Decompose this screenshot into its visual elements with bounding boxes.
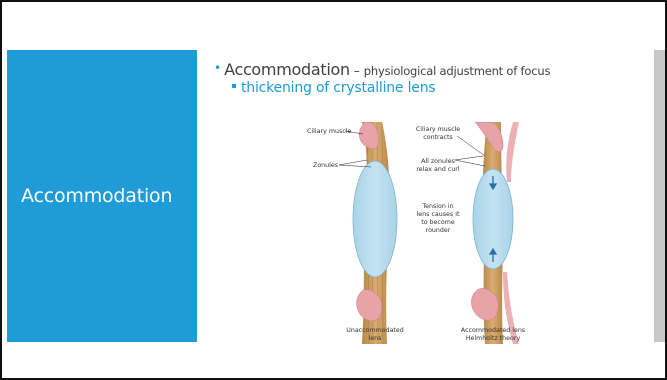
label-tension-2: lens causes it: [417, 211, 460, 218]
bullet-level-1: • Accommodation – physiological adjustme…: [214, 60, 654, 79]
title-panel: Accommodation: [7, 50, 197, 342]
side-decoration-bar: [654, 50, 667, 342]
label-zonules-relax-2: relax and curl: [416, 166, 460, 173]
accommodated-lens-illustration: Ciliary muscle contracts All zonules rel…: [416, 122, 525, 344]
bullet-term: Accommodation: [224, 60, 350, 79]
bullet-dot-icon: •: [214, 61, 221, 75]
label-zonules: Zonules: [313, 162, 338, 169]
bullet-level-2: thickening of crystalline lens: [232, 80, 654, 96]
bullet-square-icon: [232, 84, 236, 88]
right-muscle-strand: [506, 122, 519, 182]
left-caption-line1: Unaccommodated: [346, 327, 404, 334]
bullet-definition: physiological adjustment of focus: [364, 64, 550, 78]
label-ciliary-contracts-2: contracts: [423, 134, 452, 141]
left-lens-thin: [353, 161, 397, 277]
label-tension-3: to become: [421, 219, 455, 226]
bullet-dash: –: [354, 64, 360, 78]
slide-title: Accommodation: [21, 185, 172, 207]
label-tension-1: Tension in: [421, 203, 453, 210]
right-caption-line2: Helmholtz theory: [466, 335, 521, 342]
lens-diagram-svg: Ciliary muscle Zonules Unaccommodated le…: [307, 122, 537, 344]
label-ciliary-contracts-1: Ciliary muscle: [416, 126, 460, 133]
unaccommodated-lens-illustration: Ciliary muscle Zonules Unaccommodated le…: [307, 122, 404, 344]
sub-bullet-text: thickening of crystalline lens: [241, 80, 435, 96]
label-ciliary-muscle: Ciliary muscle: [307, 128, 351, 135]
label-tension-4: rounder: [426, 227, 451, 234]
content-area: • Accommodation – physiological adjustme…: [214, 60, 654, 96]
right-caption-line1: Accommodated lens: [461, 327, 525, 334]
accommodation-diagram: Ciliary muscle Zonules Unaccommodated le…: [307, 122, 537, 344]
label-zonules-relax-1: All zonules: [421, 158, 455, 165]
left-caption-line2: lens: [369, 335, 382, 342]
